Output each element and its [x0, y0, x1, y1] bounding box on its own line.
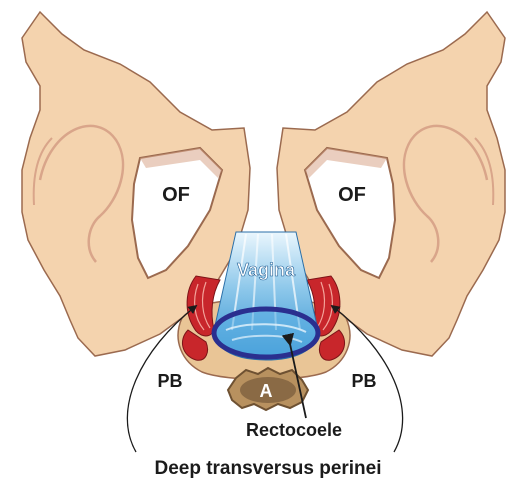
deep-transversus-perinei-label: Deep transversus perinei [154, 458, 381, 479]
perineal-body-right-label: PB [351, 371, 376, 391]
anus-label: A [260, 381, 273, 401]
obturator-foramen-right-label: OF [338, 184, 366, 206]
rectocoele-ring [214, 309, 318, 357]
perineal-body-left-label: PB [157, 371, 182, 391]
obturator-foramen-left-label: OF [162, 184, 190, 206]
vagina-label: Vagina [237, 260, 296, 280]
rectocoele-label: Rectocoele [246, 420, 342, 440]
